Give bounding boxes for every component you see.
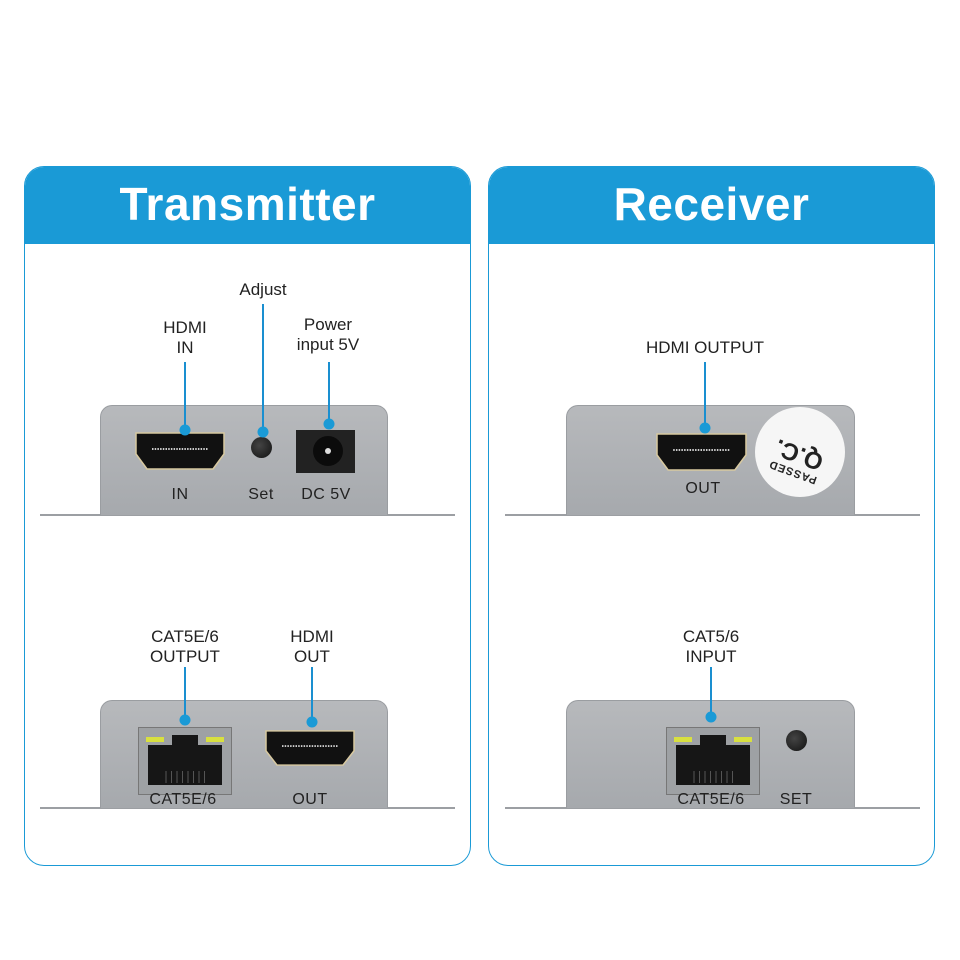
- callout-line: CAT5E/6: [151, 627, 219, 646]
- set-button: [786, 730, 807, 751]
- rj45-input-port: [666, 727, 760, 795]
- dc-power-jack: [296, 430, 355, 473]
- set-button: [251, 437, 272, 458]
- callout-pointer: [328, 362, 330, 424]
- port-label-dc: DC 5V: [301, 486, 351, 503]
- shelf-line: [40, 807, 455, 809]
- callout-adjust: Adjust: [239, 280, 287, 299]
- port-label-in: IN: [171, 486, 189, 503]
- port-label-set: Set: [248, 486, 274, 503]
- callout-pointer: [710, 667, 712, 717]
- port-label-set: SET: [779, 791, 813, 808]
- callout-dot: [179, 424, 191, 436]
- callout-pointer: [704, 362, 706, 428]
- callout-line: OUTPUT: [150, 647, 220, 666]
- shelf-line: [505, 514, 920, 516]
- port-label-out: OUT: [292, 791, 328, 808]
- callout-dot: [705, 711, 717, 723]
- callout-line: OUT: [294, 647, 330, 666]
- port-label-cat: CAT5E/6: [677, 791, 745, 808]
- callout-pointer: [262, 304, 264, 432]
- callout-pointer: [184, 362, 186, 430]
- rj45-output-port: [138, 727, 232, 795]
- port-label-out: OUT: [685, 480, 721, 497]
- callout-line: HDMI: [163, 318, 207, 337]
- callout-hdmi-output: HDMI OUTPUT: [645, 338, 765, 357]
- callout-line: CAT5/6: [682, 627, 740, 646]
- receiver-title: Receiver: [489, 167, 934, 244]
- callout-dot: [323, 418, 335, 430]
- callout-dot: [257, 426, 269, 438]
- callout-pointer: [311, 667, 313, 722]
- callout-line: INPUT: [685, 647, 737, 666]
- callout-line: HDMI: [290, 627, 334, 646]
- callout-line: IN: [176, 338, 194, 357]
- callout-dot: [699, 422, 711, 434]
- hdmi-out-port: [656, 433, 747, 471]
- hdmi-in-port: [135, 432, 225, 470]
- shelf-line: [505, 807, 920, 809]
- port-label-cat: CAT5E/6: [149, 791, 217, 808]
- transmitter-title: Transmitter: [25, 167, 470, 244]
- hdmi-out-port: [265, 730, 355, 766]
- callout-line: Power: [303, 315, 353, 334]
- shelf-line: [40, 514, 455, 516]
- callout-line: input 5V: [296, 335, 360, 354]
- callout-dot: [179, 714, 191, 726]
- callout-pointer: [184, 667, 186, 720]
- callout-dot: [306, 716, 318, 728]
- qc-passed-sticker: PASSED Q.C.: [755, 407, 845, 497]
